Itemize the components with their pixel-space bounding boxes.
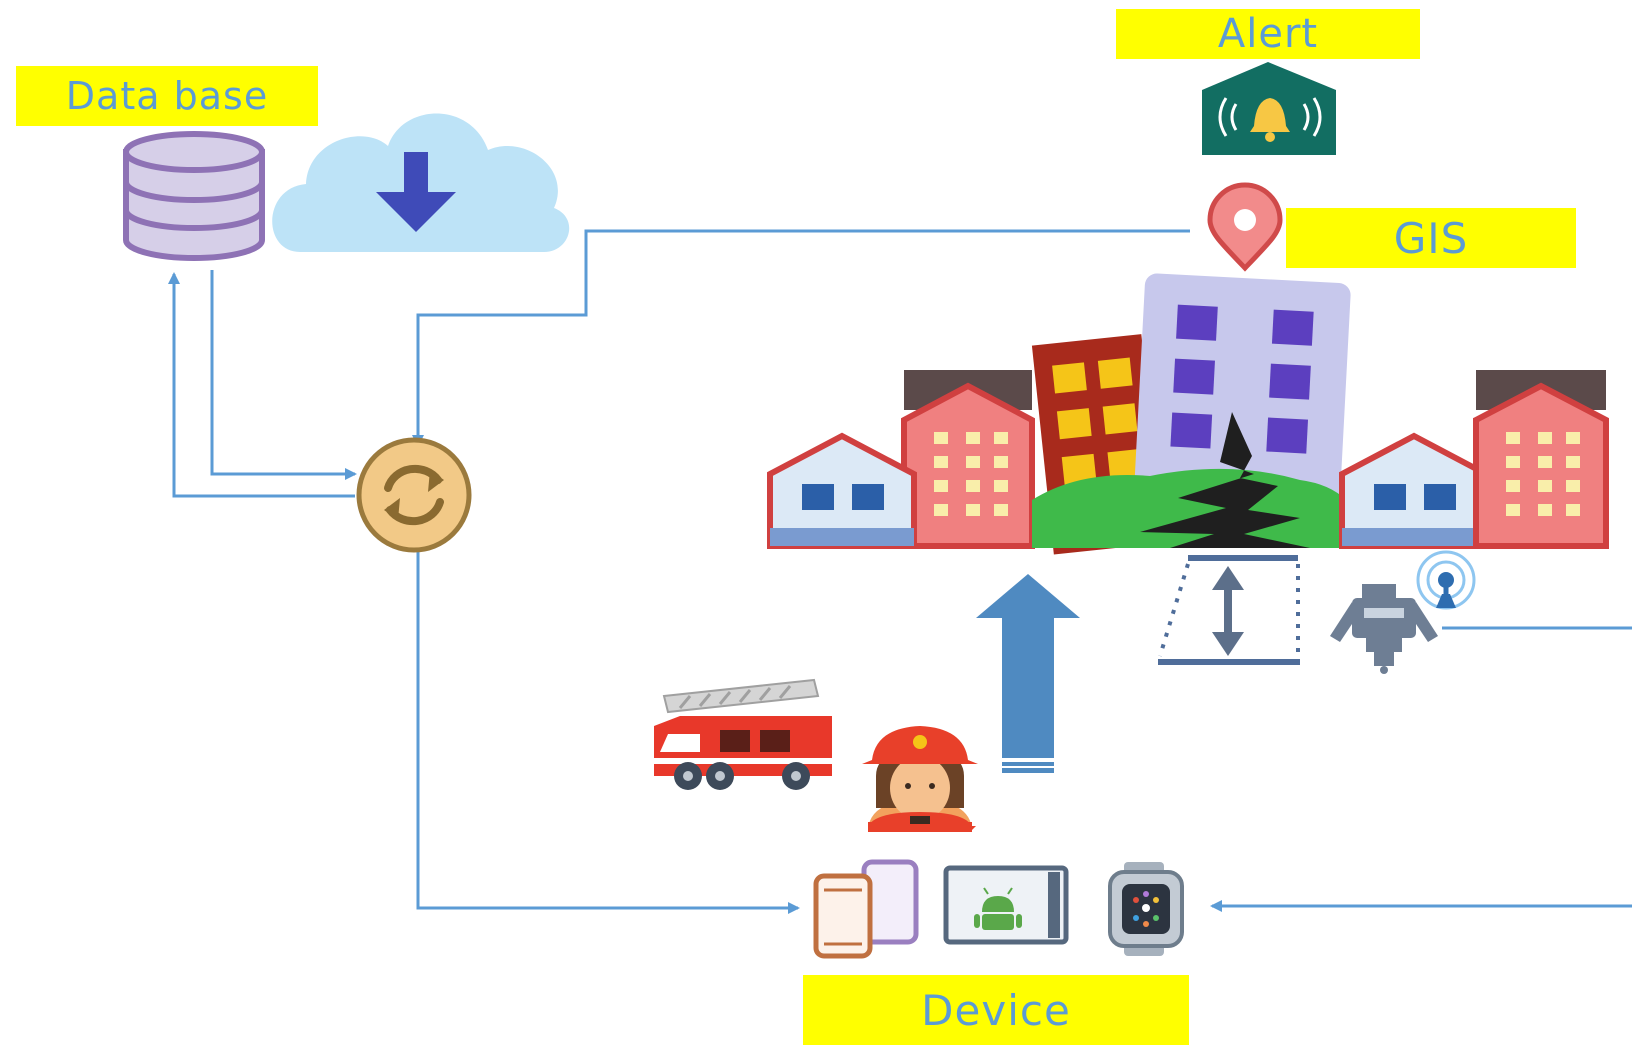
seismic-sensor-icon: [1158, 555, 1300, 665]
connector-gis-to-sync: [412, 229, 1190, 447]
firefighter-icon: [862, 726, 978, 832]
smartwatch-icon: [1108, 862, 1184, 956]
connector-sync-to-device: [416, 545, 800, 914]
connector-database-to-sync: [210, 270, 357, 480]
alert-bell-icon: [1202, 62, 1336, 155]
device-label: Device: [803, 975, 1189, 1045]
cloud-download-icon: [272, 113, 570, 252]
mobile-phones-icon: [813, 859, 919, 959]
android-tablet-icon: [943, 865, 1069, 945]
earthquake-city-icon: [767, 273, 1609, 555]
sync-icon: [356, 437, 472, 553]
database-label: Data base: [16, 66, 318, 126]
fire-truck-icon: [654, 678, 832, 790]
connector-sync-to-database: [168, 272, 355, 498]
robot-antenna-icon: [1330, 550, 1476, 674]
location-pin-icon: [1207, 182, 1283, 272]
database-icon: [123, 131, 265, 261]
gis-label: GIS: [1286, 208, 1576, 268]
connectors: [168, 229, 1632, 914]
alert-label: Alert: [1116, 9, 1420, 59]
up-arrow-icon: [976, 574, 1080, 773]
